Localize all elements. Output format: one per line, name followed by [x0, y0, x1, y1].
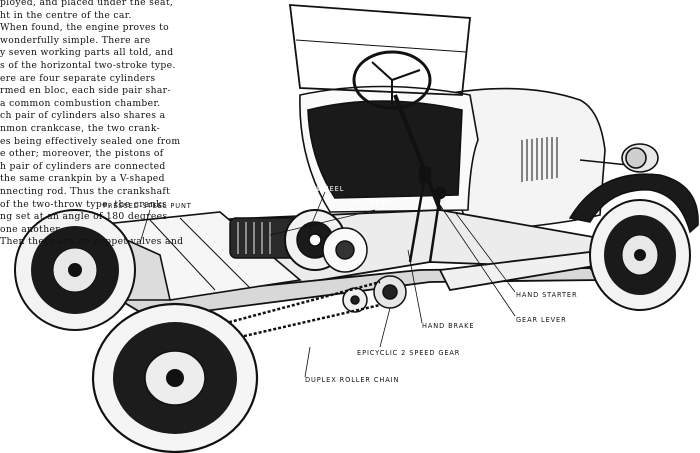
- label-pressed-steel-punt: PRESSED STEEL PUNT: [103, 202, 192, 210]
- article-line: ere are four separate cylinders: [0, 72, 156, 84]
- controls: [408, 166, 447, 263]
- article-line: y seven working parts all told, and: [0, 47, 174, 59]
- article-line: of the two-throw type, the cranks: [0, 198, 168, 210]
- label-hand-starter: HAND STARTER: [516, 291, 577, 299]
- engine: [229, 209, 368, 273]
- article-line: s of the horizontal two-stroke type.: [0, 59, 176, 71]
- article-line: a common combustion chamber.: [0, 97, 161, 109]
- rear-wheel-right: [91, 302, 259, 453]
- label-flywheel: FLYWHEEL: [303, 185, 344, 193]
- text-column-backdrop: [0, 0, 226, 196]
- front-mudguard: [568, 173, 699, 234]
- article-line: the same crankpin by a V-shaped: [0, 173, 165, 185]
- article-text-column: ployed, and placed under the seat, ht in…: [0, 0, 226, 249]
- article-line: nnecting rod. Thus the crankshaft: [0, 185, 171, 197]
- bonnet-vents: [521, 137, 558, 182]
- car-body: [288, 4, 606, 233]
- label-hand-brake: HAND BRAKE: [422, 322, 474, 330]
- label-epicyclic-gear: EPICYCLIC 2 SPEED GEAR: [357, 349, 460, 357]
- label-cylinders: CYLINDERS: [352, 199, 397, 207]
- article-line: ht in the centre of the car.: [0, 9, 132, 21]
- article-line: nmon crankcase, the two crank-: [0, 122, 161, 134]
- gear-lever: [428, 194, 442, 263]
- article-line: es being effectively sealed one from: [0, 135, 181, 147]
- article-line: e other; moreover, the pistons of: [0, 148, 164, 160]
- label-duplex-chain: DUPLEX ROLLER CHAIN: [305, 376, 399, 384]
- article-line: ch pair of cylinders also shares a: [0, 110, 166, 122]
- article-line: ng set at an angle of 180 degrees: [0, 211, 168, 223]
- rear-wheel-left: [14, 209, 136, 331]
- label-gear-lever: GEAR LEVER: [516, 316, 567, 324]
- headlamp: [579, 143, 659, 173]
- article-line: wonderfully simple. There are: [0, 34, 151, 46]
- article-line: h pair of cylinders are connected: [0, 160, 166, 172]
- leader-lines: [139, 191, 516, 378]
- article-line: Then there are no poppet valves and: [0, 236, 184, 248]
- article-line: rmed en bloc, each side pair shar-: [0, 85, 171, 97]
- article-line: ployed, and placed under the seat,: [0, 0, 174, 8]
- article-line: one another.: [0, 223, 63, 235]
- hand-brake: [408, 174, 427, 263]
- article-line: When found, the engine proves to: [0, 22, 170, 34]
- front-wheel-right: [589, 199, 691, 311]
- steering-wheel: [352, 50, 432, 110]
